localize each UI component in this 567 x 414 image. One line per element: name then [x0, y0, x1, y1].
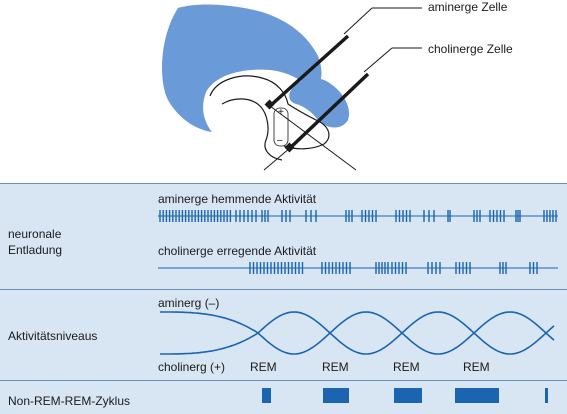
- cholinergic-level-label: cholinerg (+): [158, 360, 226, 374]
- cholinergic-electrode-contact: [284, 142, 295, 153]
- divider-2: [0, 380, 567, 381]
- electrode-plus-sign: +: [278, 107, 284, 118]
- levels-row-label: Aktivitätsniveaus: [8, 329, 98, 343]
- aminergic-electrode-shaft: [268, 34, 350, 108]
- rem-label-4: REM: [463, 360, 490, 374]
- pons-outline: [221, 98, 283, 161]
- rem-label-1: REM: [250, 360, 277, 374]
- rem-block: [394, 388, 422, 403]
- cholinergic-electrode-tip: [263, 147, 291, 171]
- aminergic-level-curve: [160, 311, 555, 335]
- aminergic-cell-label: aminerge Zelle: [428, 0, 508, 14]
- discharge-row-label: neuronale Entladung: [8, 227, 63, 257]
- rem-block: [323, 388, 349, 403]
- aminergic-trace-title: aminerge hemmende Aktivität: [158, 192, 317, 206]
- rem-label-3: REM: [393, 360, 420, 374]
- cholinergic-cell-label: cholinerge Zelle: [428, 42, 513, 56]
- rem-label-2: REM: [322, 360, 349, 374]
- discharge-band: [0, 184, 567, 289]
- cerebrum-shape: [162, 4, 322, 132]
- brain-illustration: [162, 4, 350, 161]
- cholinergic-level-curve: [160, 331, 555, 355]
- aminergic-electrode-tip: [269, 105, 357, 171]
- recording-region: [273, 107, 289, 147]
- rem-block: [262, 388, 271, 403]
- top-divider: [0, 183, 567, 184]
- aminergic-leader-line: [343, 7, 373, 35]
- divider-1: [0, 289, 567, 290]
- cholinergic-leader-line: [363, 47, 393, 73]
- activity-level-curves: [160, 311, 555, 355]
- spike-trains: [158, 210, 558, 274]
- electrode-minus-sign: –: [277, 135, 283, 146]
- rem-block: [455, 388, 499, 403]
- cholinergic-trace-title: cholinerge erregende Aktivität: [158, 244, 317, 258]
- cholinergic-electrode-shaft: [288, 72, 370, 150]
- cycle-row-label: Non-REM-REM-Zyklus: [8, 394, 131, 408]
- cerebellum-shape: [289, 77, 350, 128]
- rem-blocks: [262, 388, 548, 403]
- rem-block: [545, 388, 548, 403]
- aminergic-level-label: aminerg (–): [158, 296, 220, 310]
